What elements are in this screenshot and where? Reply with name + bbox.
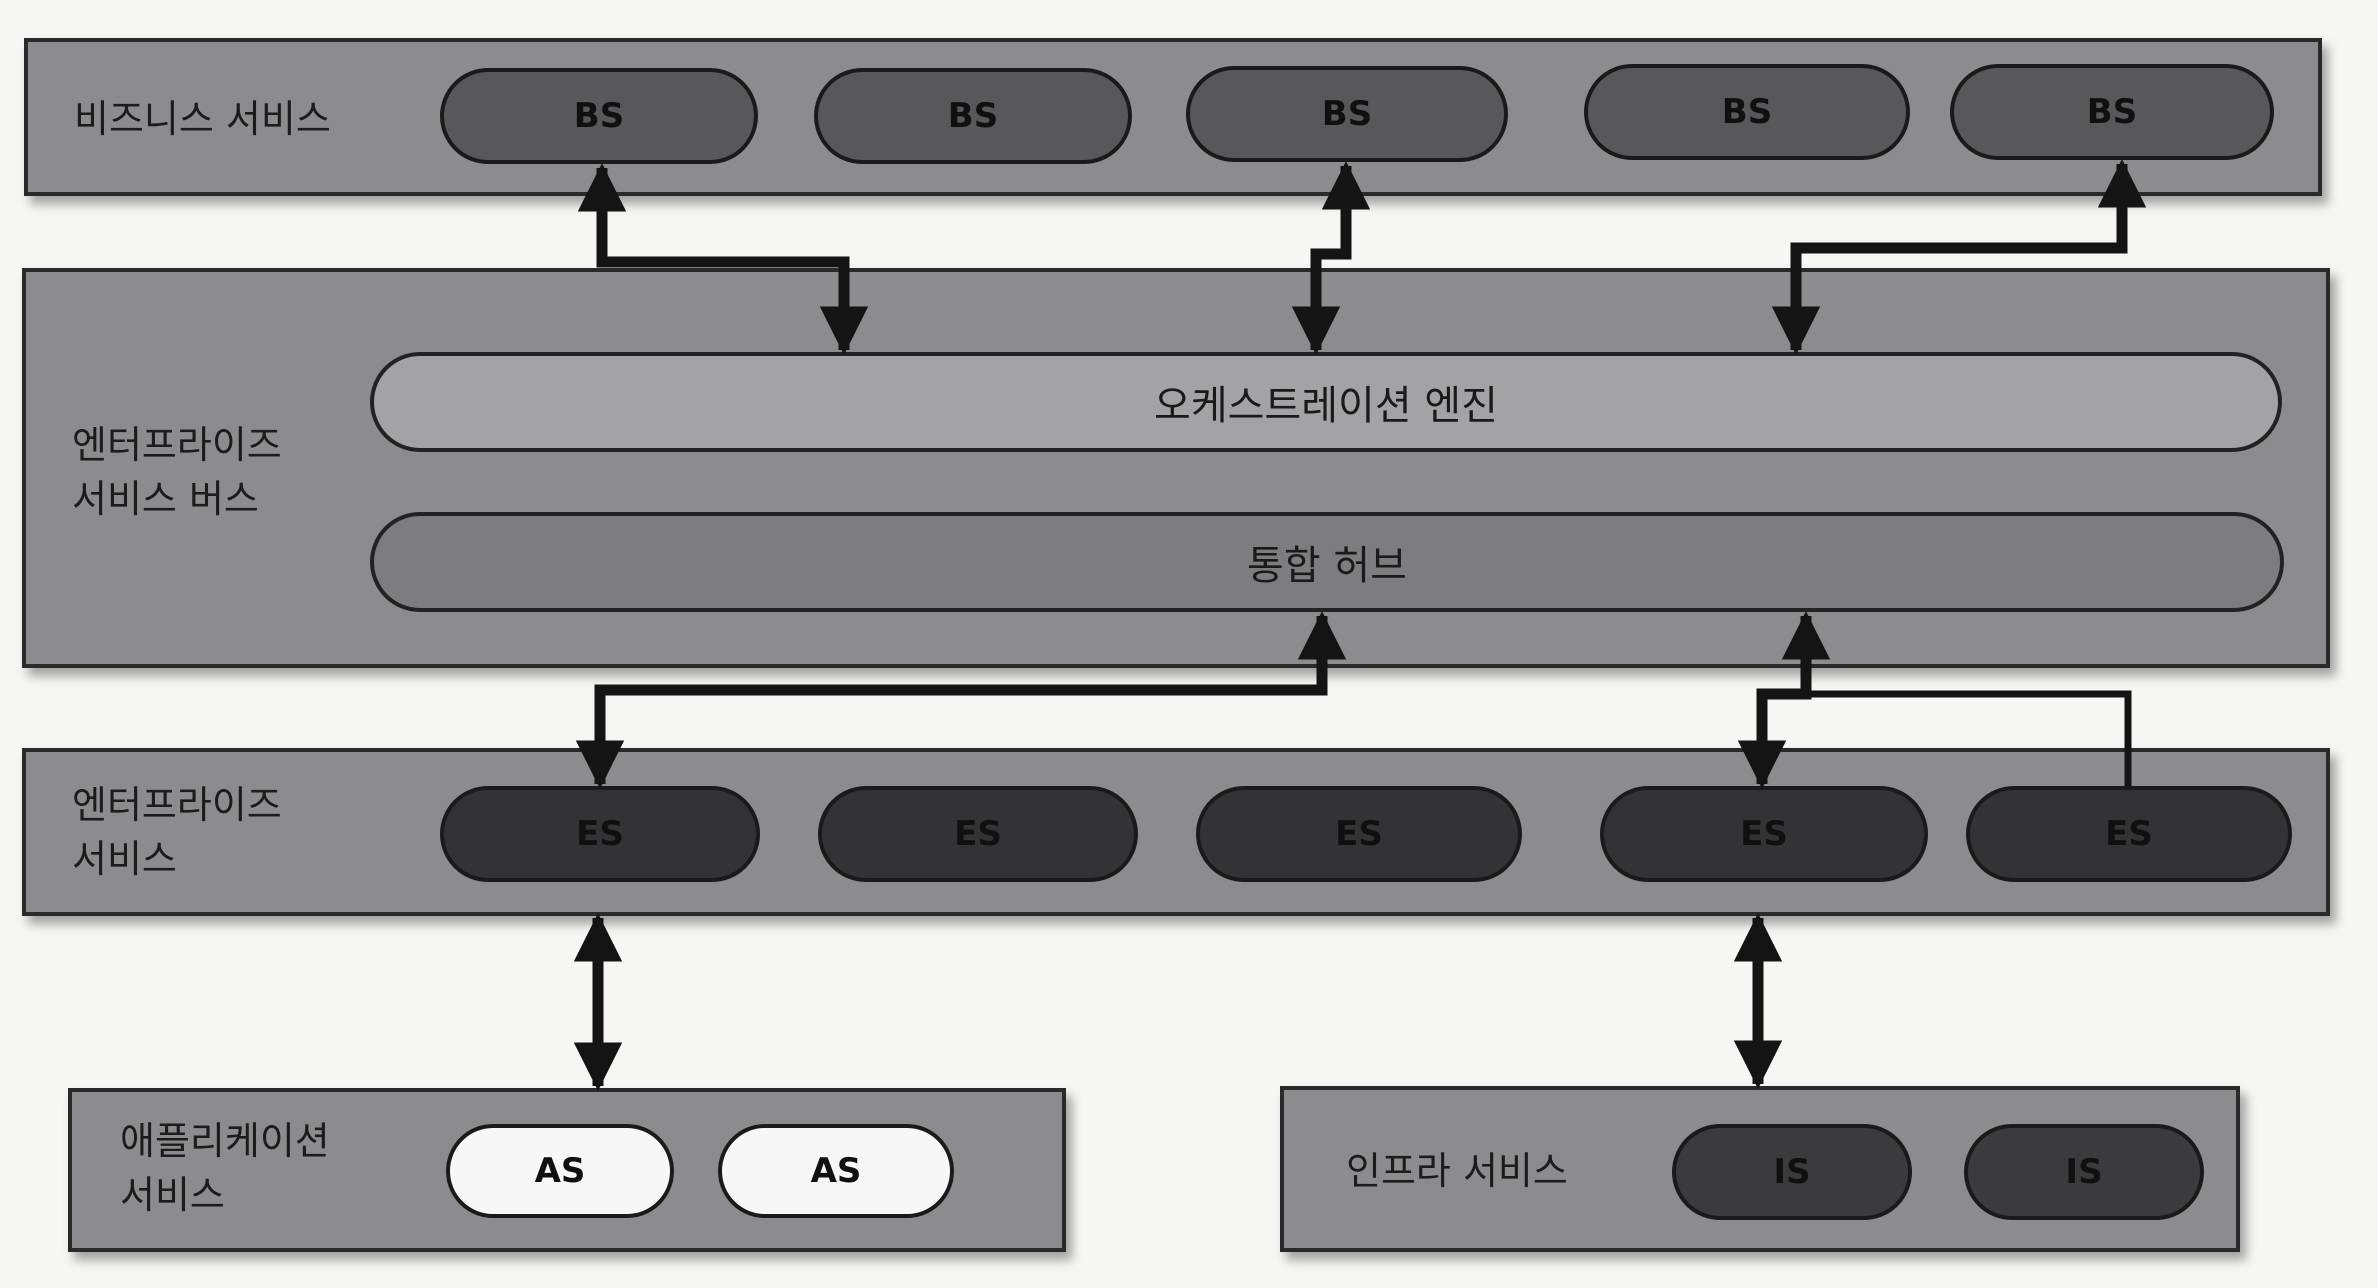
enterprise-service-bus-label: 엔터프라이즈 서비스 버스 [72, 423, 282, 521]
enterprise-service-4[interactable]: ES [1600, 786, 1928, 882]
infrastructure-service-2[interactable]: IS [1964, 1124, 2204, 1220]
enterprise-service-1[interactable]: ES [440, 786, 760, 882]
business-service-4[interactable]: BS [1584, 64, 1910, 160]
business-services-label: 비즈니스 서비스 [74, 97, 331, 141]
application-service-1[interactable]: AS [446, 1124, 674, 1218]
business-service-3[interactable]: BS [1186, 66, 1508, 162]
infrastructure-services-label: 인프라 서비스 [1346, 1149, 1568, 1193]
business-service-2[interactable]: BS [814, 68, 1132, 164]
orchestration-engine[interactable]: 오케스트레이션 엔진 [370, 352, 2282, 452]
application-services-label: 애플리케이션 서비스 [120, 1119, 330, 1217]
business-services-layer: 비즈니스 서비스 [24, 38, 2322, 196]
application-service-2[interactable]: AS [718, 1124, 954, 1218]
enterprise-service-3[interactable]: ES [1196, 786, 1522, 882]
integration-hub[interactable]: 통합 허브 [370, 512, 2284, 612]
infrastructure-service-1[interactable]: IS [1672, 1124, 1912, 1220]
enterprise-service-5[interactable]: ES [1966, 786, 2292, 882]
business-service-5[interactable]: BS [1950, 64, 2274, 160]
enterprise-service-2[interactable]: ES [818, 786, 1138, 882]
business-service-1[interactable]: BS [440, 68, 758, 164]
enterprise-services-label: 엔터프라이즈 서비스 [72, 783, 282, 881]
